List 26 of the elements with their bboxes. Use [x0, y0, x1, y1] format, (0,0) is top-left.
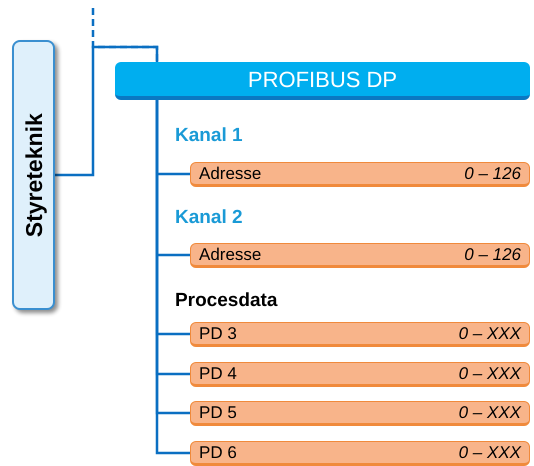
parameter-name: PD 3: [199, 322, 237, 345]
value-range: 0 – XXX: [458, 322, 521, 345]
header-bar: [115, 62, 530, 100]
parameter-row: [190, 243, 530, 268]
value-range: 0 – XXX: [458, 442, 521, 464]
value-range: 0 – 126: [464, 244, 521, 266]
connector-line: [55, 46, 158, 176]
box-title: Styreteknik: [19, 113, 48, 237]
parameter-row: [190, 162, 530, 187]
parameter-name: PD 4: [199, 362, 237, 385]
bar-title: PROFIBUS DP: [248, 66, 398, 94]
parameter-row: [190, 441, 530, 466]
section-heading: Procesdata: [175, 289, 278, 313]
parameter-name: Adresse: [199, 162, 262, 185]
parameter-row: [190, 322, 530, 347]
parameter-name: PD 6: [199, 442, 237, 464]
section-heading: Kanal 1: [175, 124, 243, 148]
parameter-row: [190, 362, 530, 387]
section-heading: Kanal 2: [175, 206, 243, 230]
vertical-box: [12, 40, 55, 310]
value-range: 0 – 126: [464, 162, 521, 185]
parameter-name: Adresse: [199, 244, 262, 266]
value-range: 0 – XXX: [458, 402, 521, 424]
parameter-name: PD 5: [199, 402, 237, 424]
parameter-row: [190, 401, 530, 426]
value-range: 0 – XXX: [458, 362, 521, 385]
